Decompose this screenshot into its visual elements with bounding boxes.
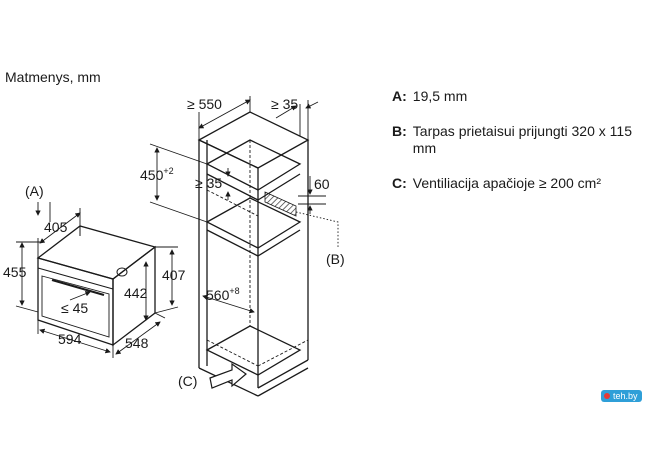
b-leader (295, 211, 339, 248)
oven-dimensions (15, 202, 179, 358)
label-a-marker: (A) (25, 183, 44, 199)
label-450-value: 450 (140, 167, 164, 183)
legend-text-c: Ventiliacija apačioje ≥ 200 cm² (412, 175, 602, 191)
cabinet-dimensions (149, 96, 326, 314)
label-450: 450+2 (140, 166, 174, 183)
legend-item-c: C: Ventiliacija apačioje ≥ 200 cm² (392, 175, 652, 192)
label-560-tolerance: +8 (229, 286, 239, 296)
label-560-value: 560 (206, 287, 230, 303)
legend-item-a: A: 19,5 mm (392, 88, 652, 105)
label-594: 594 (58, 331, 82, 347)
label-ge-550: ≥ 550 (187, 96, 222, 112)
label-c-marker: (C) (178, 373, 197, 389)
legend-key-c: C: (392, 175, 407, 191)
legend-key-b: B: (392, 123, 407, 139)
label-405: 405 (44, 219, 68, 235)
watermark-text: teh.by (613, 391, 638, 401)
logo-icon (604, 393, 610, 399)
label-548: 548 (125, 335, 149, 351)
ventilation-arrow (209, 362, 247, 389)
cabinet-drawing (197, 111, 310, 397)
legend-key-a: A: (392, 88, 407, 104)
legend-text-a: 19,5 mm (412, 88, 468, 104)
label-450-tolerance: +2 (163, 166, 173, 176)
watermark-badge: teh.by (601, 390, 642, 402)
connection-gap (264, 191, 297, 217)
legend-item-b: B: Tarpas prietaisui prijungti 320 x 115… (392, 123, 652, 157)
page-title: Matmenys, mm (5, 69, 101, 85)
label-60: 60 (314, 176, 330, 192)
label-le-45: ≤ 45 (61, 300, 88, 316)
legend-text-b: Tarpas prietaisui prijungti 320 x 115 mm (412, 123, 632, 156)
label-ge-35-top: ≥ 35 (271, 96, 298, 112)
label-560: 560+8 (206, 286, 240, 303)
label-407: 407 (162, 267, 186, 283)
label-ge-35-middle: ≥ 35 (195, 175, 222, 191)
label-442: 442 (124, 285, 148, 301)
label-455: 455 (3, 264, 27, 280)
legend: A: 19,5 mm B: Tarpas prietaisui prijungt… (392, 88, 652, 210)
label-b-marker: (B) (326, 251, 345, 267)
